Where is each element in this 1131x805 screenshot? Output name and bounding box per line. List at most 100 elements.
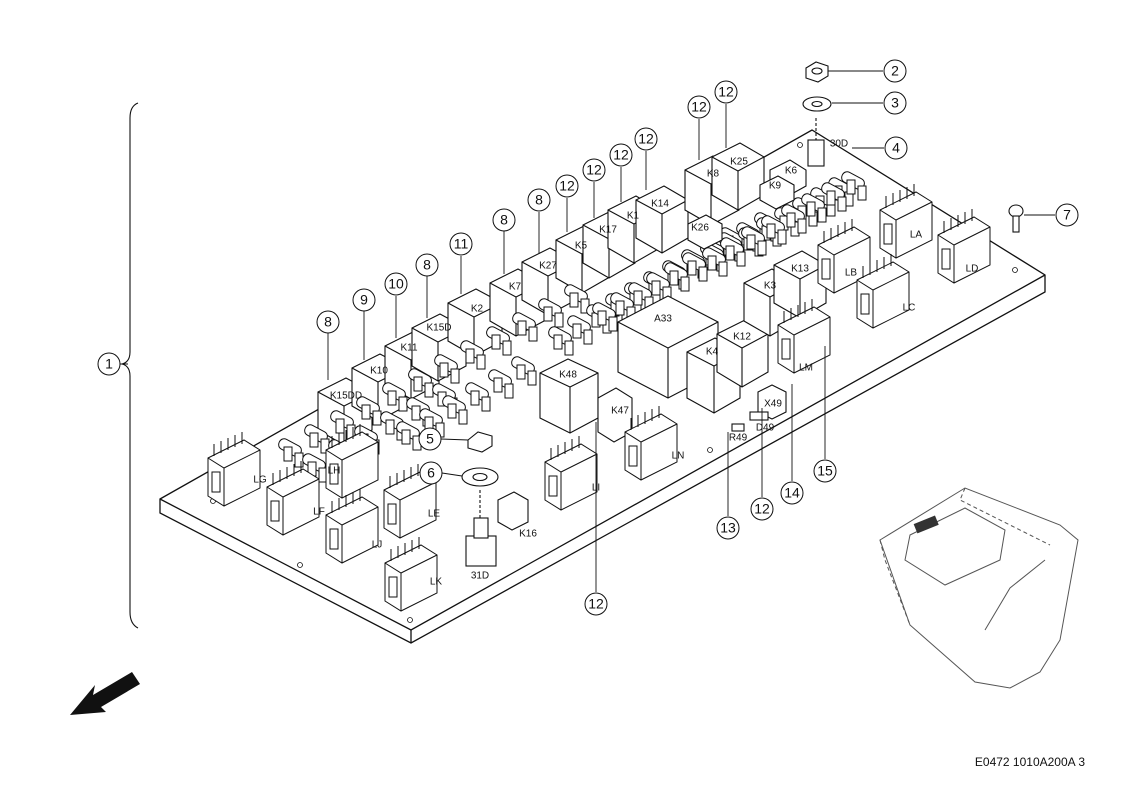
connector-label-ld: LD (966, 264, 979, 275)
callout-1: 1 (105, 356, 113, 372)
connector-label-lj: LJ (372, 540, 383, 551)
callout-12: 12 (691, 99, 707, 115)
callout-2: 2 (891, 63, 899, 79)
component-label-k14: K14 (651, 199, 669, 210)
component-label-k17: K17 (599, 225, 617, 236)
fuse (761, 215, 787, 245)
text-layer: K15DDK10K11K15DK2K7K27K5K17K1K14K8K25K26… (105, 63, 1085, 769)
callout-12: 12 (613, 147, 629, 163)
component-label-k8: K8 (707, 169, 720, 180)
connector-label-lb: LB (845, 268, 858, 279)
callout-8: 8 (324, 314, 332, 330)
fuse (821, 182, 847, 212)
callout-12: 12 (586, 162, 602, 178)
component-label-k11: K11 (400, 343, 417, 354)
fuse (567, 315, 593, 345)
component-label-k25: K25 (730, 157, 748, 168)
callout-14: 14 (784, 485, 800, 501)
callout-8: 8 (500, 212, 508, 228)
drawing-reference: E0472 1010A200A 3 (975, 755, 1085, 769)
callout-15: 15 (817, 463, 833, 479)
fuse (511, 356, 537, 386)
connector-ln (624, 406, 678, 481)
callout-8: 8 (535, 192, 543, 208)
callout-bubbles (97, 59, 1079, 616)
fuse (465, 382, 491, 412)
callout-12: 12 (638, 131, 654, 147)
fuse (781, 204, 807, 234)
connector-lf (266, 461, 320, 536)
component-label-k1: K1 (627, 211, 640, 222)
component-label-k27: K27 (539, 261, 557, 272)
callout-12: 12 (588, 596, 604, 612)
fuse (512, 312, 538, 342)
component-label-k15d: K15D (426, 323, 451, 334)
component-label-k7: K7 (509, 282, 522, 293)
callout-3: 3 (891, 95, 899, 111)
component-label-k15dd: K15DD (330, 391, 362, 402)
callout-9: 9 (360, 292, 368, 308)
callout-5: 5 (426, 431, 434, 447)
component-label-k26: K26 (691, 223, 709, 234)
component-label-x49: X49 (764, 399, 782, 410)
fuse (460, 340, 486, 370)
callout-8: 8 (423, 257, 431, 273)
connector-lc (856, 254, 910, 329)
fuse (610, 292, 636, 322)
callout-6: 6 (427, 465, 435, 481)
connector-label-le: LE (428, 509, 441, 520)
direction-arrow-icon (70, 672, 140, 715)
callout-4: 4 (892, 140, 900, 156)
component-label-30d: 30D (830, 139, 848, 150)
connector-lj (325, 489, 379, 564)
fuse (548, 326, 574, 356)
fuse (486, 326, 512, 356)
fuse (538, 298, 564, 328)
fuse (664, 262, 690, 292)
component-label-k12: K12 (733, 332, 751, 343)
fuse (330, 410, 356, 440)
fuse (488, 369, 514, 399)
assembly-bracket (121, 102, 139, 629)
connector-lk (384, 537, 438, 612)
component-label-k9: K9 (769, 181, 782, 192)
component-label-k47: K47 (611, 406, 629, 417)
connector-lh (325, 424, 379, 499)
connector-label-lk: LK (430, 577, 443, 588)
component-label-r49: R49 (729, 433, 748, 444)
connector-label-lg: LG (253, 475, 267, 486)
connector-li (544, 436, 598, 511)
connector-blocks (207, 184, 991, 612)
fuse (741, 226, 767, 256)
component-label-31d: 31D (471, 571, 489, 582)
fuse (564, 284, 590, 314)
callout-12: 12 (718, 84, 734, 100)
fuse-array (278, 171, 867, 483)
callout-10: 10 (388, 276, 404, 292)
fuse (702, 247, 728, 277)
connector-label-la: LA (910, 230, 923, 241)
component-label-k3: K3 (764, 281, 777, 292)
connector-ld (937, 209, 991, 284)
fuse (382, 382, 408, 412)
callout-13: 13 (720, 520, 736, 536)
callout-11: 11 (454, 236, 469, 252)
connector-label-ln: LN (672, 451, 685, 462)
hardware-items (461, 61, 1024, 487)
component-label-k48: K48 (559, 370, 577, 381)
connector-lm (777, 299, 831, 374)
fuse (304, 424, 330, 454)
component-label-d49: D49 (756, 423, 775, 434)
component-label-k4: K4 (706, 347, 719, 358)
component-label-k5: K5 (575, 241, 588, 252)
callout-7: 7 (1063, 207, 1071, 223)
fuse (628, 282, 654, 312)
connector-label-lh: LH (328, 466, 341, 477)
leader-lines (111, 70, 1055, 592)
callout-12: 12 (754, 501, 770, 517)
fuse (434, 354, 460, 384)
location-thumbnail (879, 487, 1079, 689)
connector-label-li: LI (592, 483, 600, 494)
